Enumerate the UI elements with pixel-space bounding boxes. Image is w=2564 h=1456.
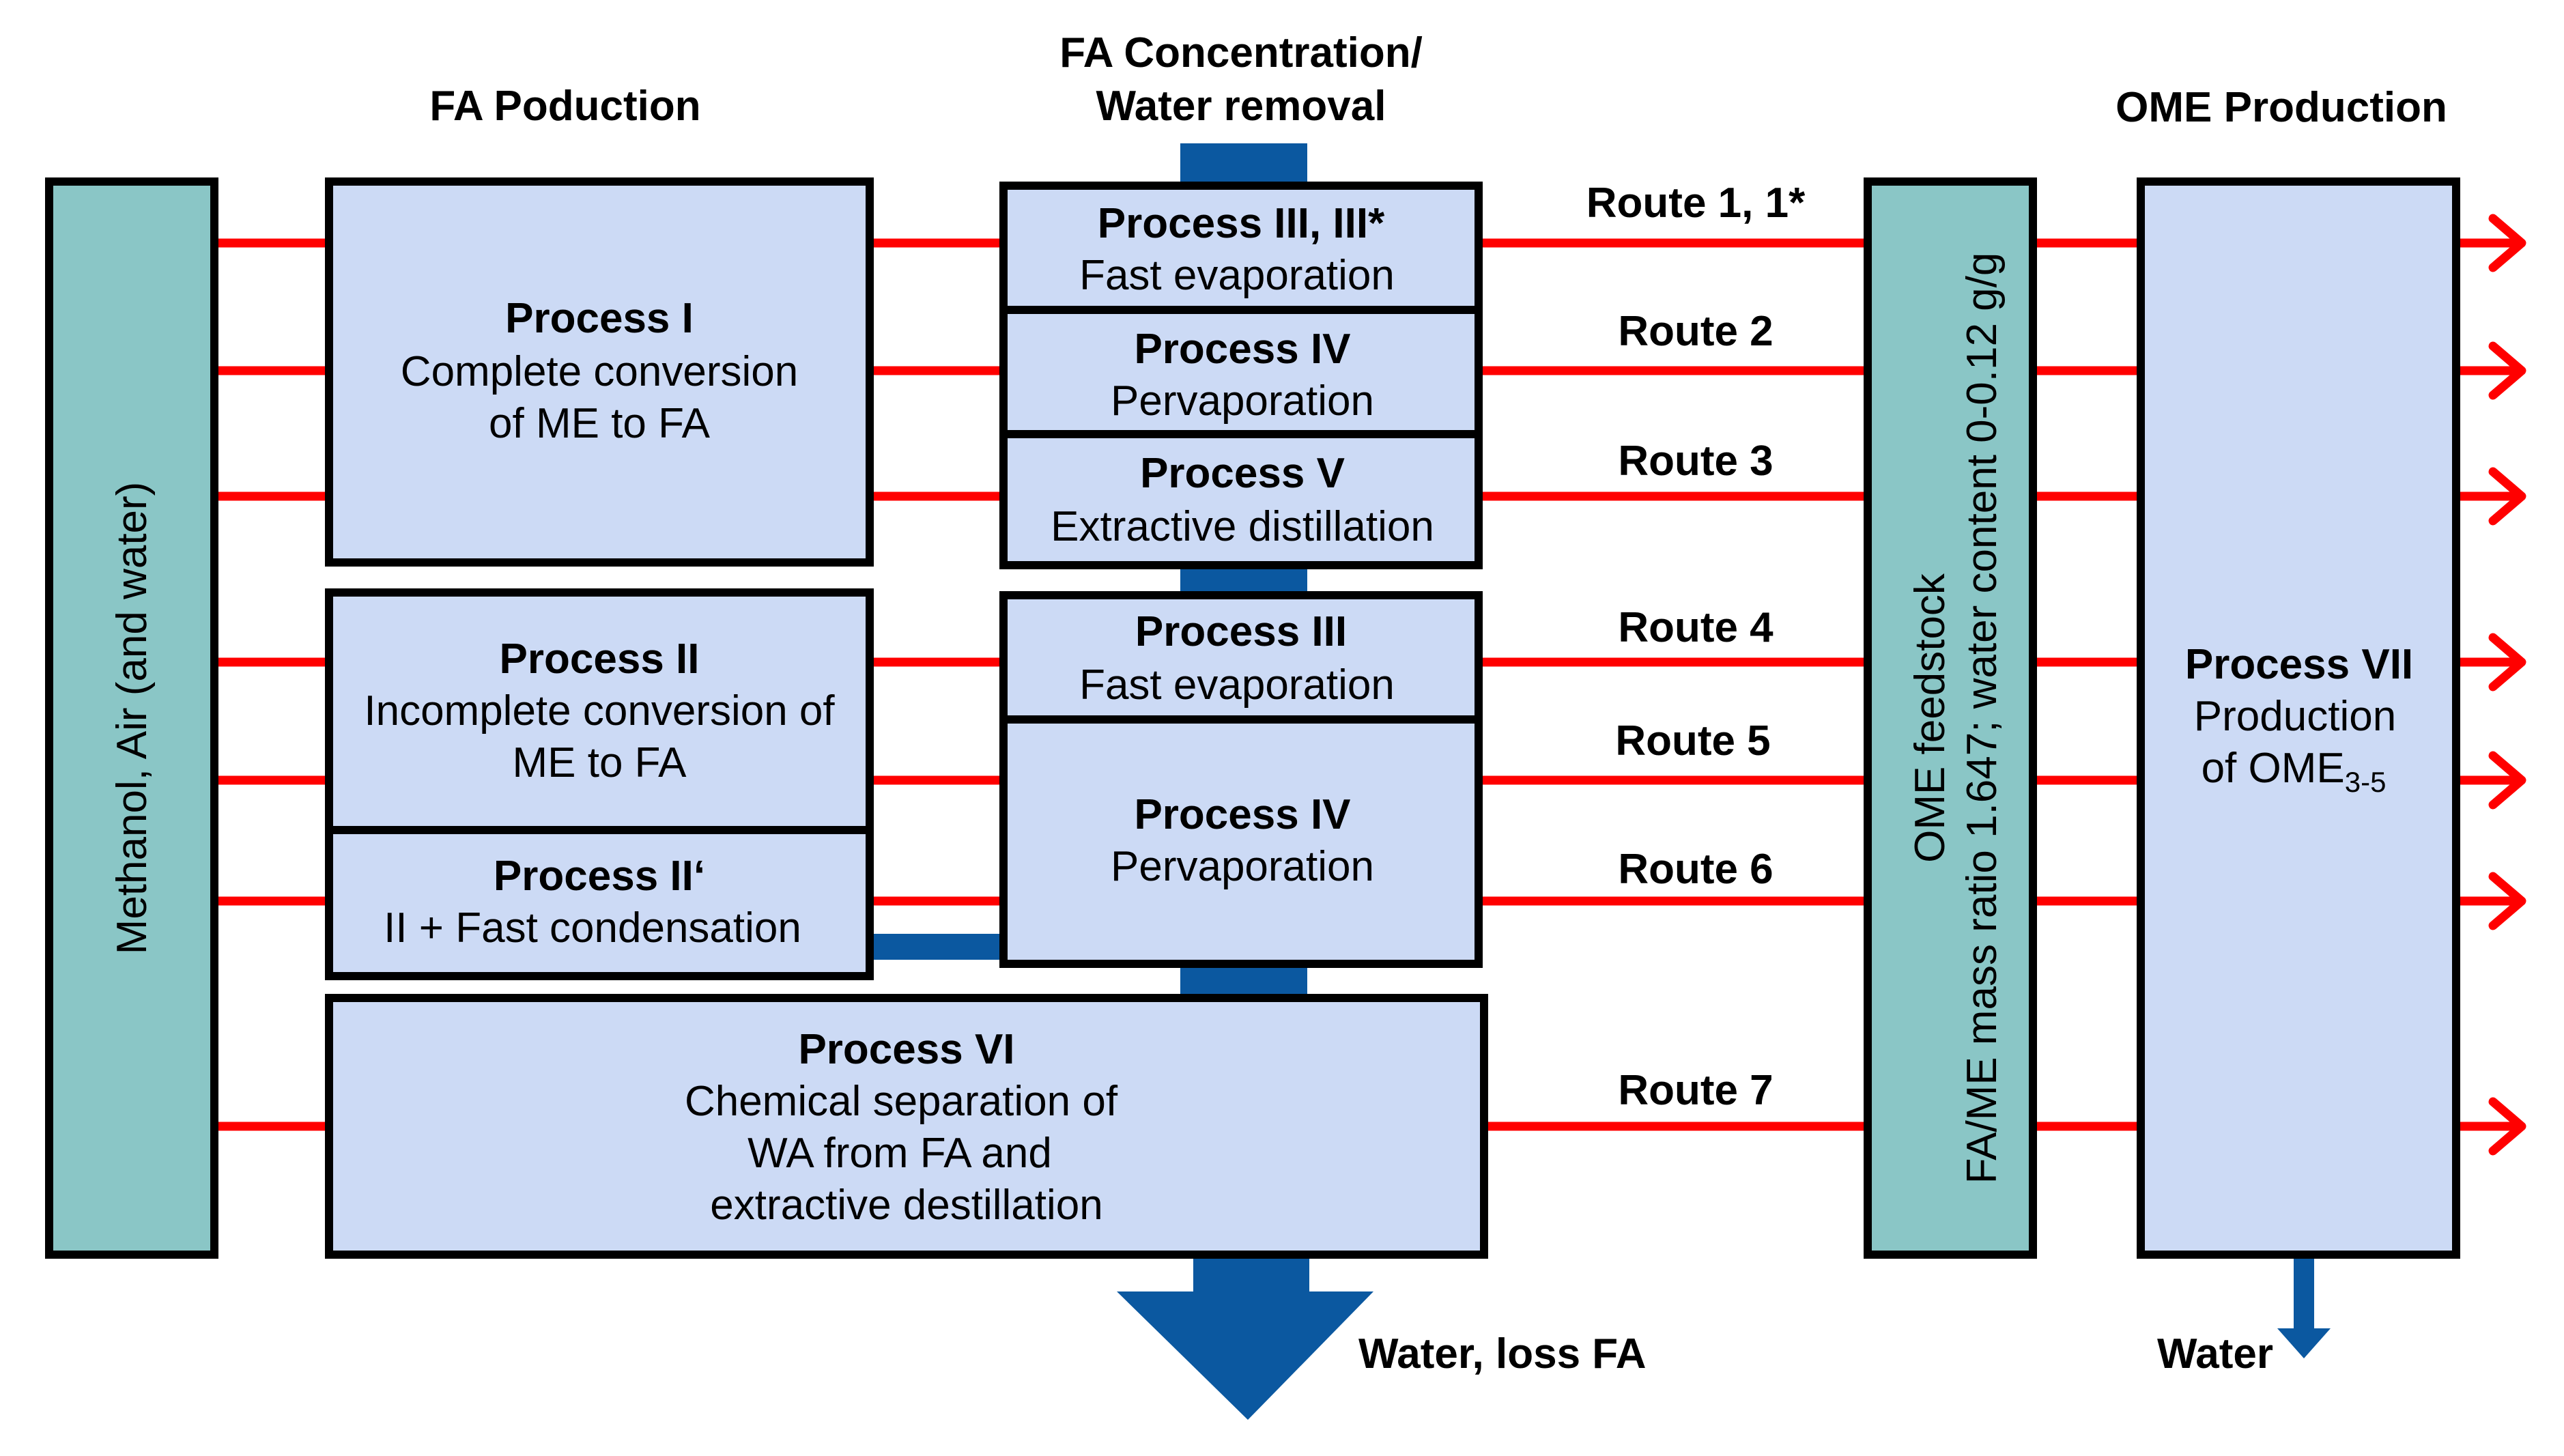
process-iv-lower-box: [999, 715, 1483, 968]
process-vi-line3: extractive destillation: [710, 1182, 1103, 1229]
route-5-label: Route 5: [1615, 717, 1770, 765]
water-loss-arrow: [1117, 1255, 1373, 1420]
process-iii-lower-line1: Fast evaporation: [1079, 661, 1395, 709]
output-arrow: [2453, 341, 2526, 400]
output-arrow: [2453, 751, 2526, 810]
process-iv-lower-title: Process IV: [1134, 791, 1350, 838]
ome-feedstock-line1: OME feedstock: [1907, 573, 1954, 863]
ome-feedstock-column: [1864, 177, 2037, 1259]
output-arrow: [2453, 214, 2526, 272]
process-ii-line1: Incomplete conversion of: [364, 687, 835, 734]
process-iii-lower-title: Process III: [1135, 608, 1347, 655]
ome-feedstock-line2: FA/ME mass ratio 1.647; water content 0-…: [1958, 253, 2006, 1184]
route-7-label: Route 7: [1618, 1067, 1773, 1114]
process-iii-line1: Fast evaporation: [1079, 252, 1395, 299]
process-vii-box: [2137, 177, 2460, 1259]
process-vi-line1: Chemical separation of: [685, 1078, 1118, 1125]
process-vii-title: Process VII: [2185, 641, 2413, 688]
process-vi-line2: WA from FA and: [747, 1130, 1052, 1177]
process-i-title: Process I: [505, 295, 694, 342]
process-iib-line1: II + Fast condensation: [384, 904, 801, 952]
water-loss-label: Water, loss FA: [1358, 1330, 1647, 1378]
process-iv-upper-title: Process IV: [1134, 326, 1350, 373]
water-channel-from-process-iib: [871, 934, 1008, 960]
header-ome-production: OME Production: [2116, 84, 2447, 131]
process-v-title: Process V: [1140, 450, 1345, 497]
process-iv-lower-line1: Pervaporation: [1111, 843, 1374, 890]
output-arrow: [2453, 467, 2526, 526]
process-vi-box: [325, 994, 1488, 1259]
process-iib-title: Process II‘: [494, 853, 705, 900]
route-4-label: Route 4: [1618, 604, 1774, 651]
header-fa-production: FA Poduction: [429, 83, 700, 130]
feed-label: Methanol, Air (and water): [109, 482, 156, 955]
process-iv-upper-line1: Pervaporation: [1111, 377, 1374, 425]
water-channel-lower: [1180, 962, 1307, 997]
process-vii-line2: of OME3-5: [2202, 745, 2387, 798]
header-fa-concentration-line2: Water removal: [1096, 83, 1386, 130]
header-fa-concentration-line1: FA Concentration/: [1059, 29, 1423, 76]
route-1-label: Route 1, 1*: [1586, 180, 1806, 227]
process-vii-line1: Production: [2194, 693, 2396, 740]
output-arrows: [2453, 214, 2526, 1156]
process-vii-line2-prefix: of OME: [2202, 745, 2345, 792]
water-outlet-stem: [2294, 1255, 2314, 1331]
output-arrow: [2453, 633, 2526, 691]
process-vi-title: Process VI: [798, 1026, 1014, 1073]
feed-column: [45, 177, 218, 1259]
water-outlet-arrow: [2277, 1328, 2331, 1358]
process-v-line1: Extractive distillation: [1051, 503, 1434, 550]
output-arrow: [2453, 872, 2526, 930]
process-v-box: [999, 430, 1483, 569]
output-arrow: [2453, 1097, 2526, 1156]
process-i-line2: of ME to FA: [489, 400, 711, 447]
process-iii-lower-box: [999, 591, 1483, 724]
process-i-box: [325, 177, 874, 567]
route-6-label: Route 6: [1618, 846, 1773, 893]
water-label: Water: [2157, 1330, 2273, 1378]
process-iib-box: [325, 826, 874, 980]
process-iii-title: Process III, III*: [1098, 200, 1385, 247]
route-2-label: Route 2: [1618, 308, 1773, 355]
process-ii-line2: ME to FA: [513, 739, 687, 786]
process-ii-title: Process II: [500, 636, 700, 683]
process-iii-box: [999, 182, 1483, 314]
process-ii-box: [325, 588, 874, 834]
process-i-line1: Complete conversion: [401, 348, 798, 395]
route-3-label: Route 3: [1618, 438, 1773, 485]
process-vii-line2-subscript: 3-5: [2345, 766, 2387, 798]
route-lines: [216, 238, 2139, 1131]
